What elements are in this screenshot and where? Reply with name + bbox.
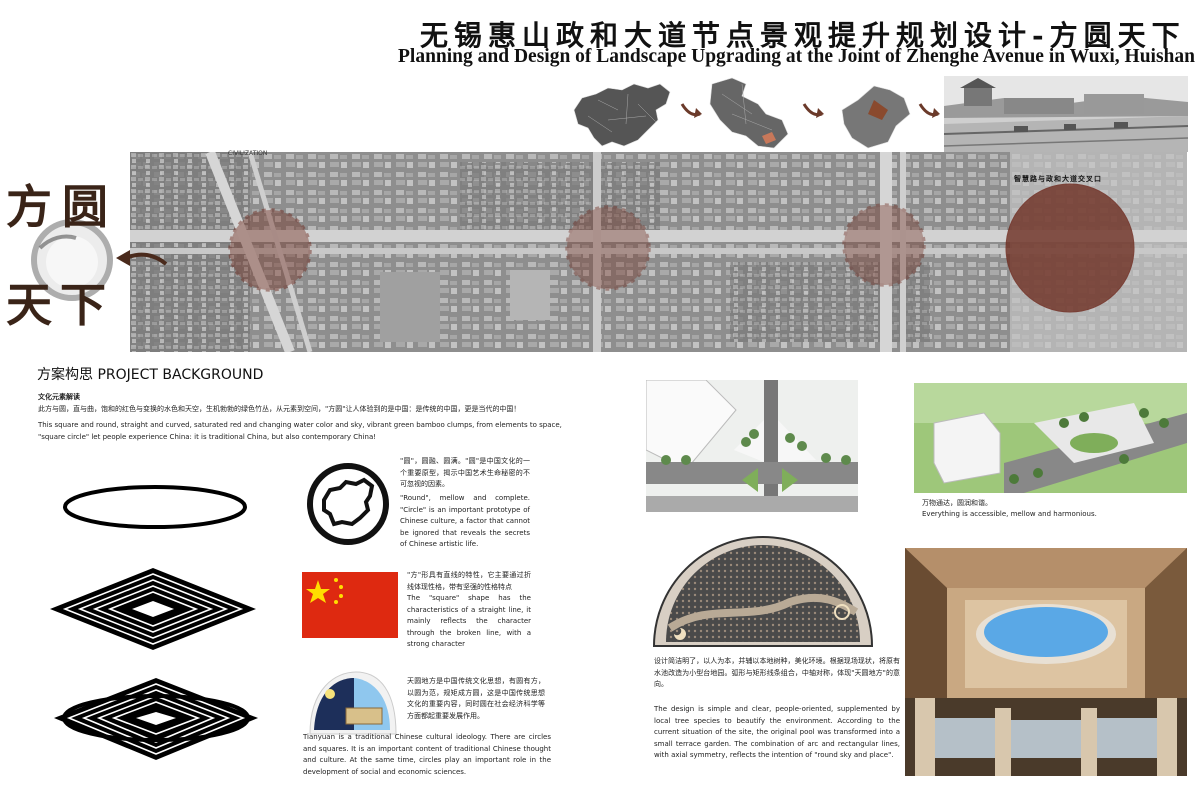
square-text-english: The "square" shape has the characteristi… xyxy=(407,594,531,648)
china-circle-emblem xyxy=(306,462,390,550)
strip-label-civilization: CIVILIZATION xyxy=(228,150,268,157)
logo-char-xia: 下 xyxy=(60,278,106,332)
square-text-chinese: "方"形具有直线的特性，它主要通过折线体现性格，带有坚强的性格特点 xyxy=(407,571,531,591)
satellite-map-strip xyxy=(130,152,1187,352)
combined-circle-square-diagram xyxy=(48,670,264,772)
intersection-render xyxy=(646,380,858,512)
logo-char-tian: 天 xyxy=(6,278,52,332)
title-chinese: 无锡惠山政和大道节点景观提升规划设计-方圆天下 xyxy=(420,19,1186,52)
logo-char-fang: 方 xyxy=(6,180,52,234)
square-stripes-diagram xyxy=(48,566,258,656)
logo-brush-circle xyxy=(30,218,114,302)
dome-illustration xyxy=(306,668,400,742)
semicircle-mosaic xyxy=(650,532,876,654)
intro-english-line2: "square circle" let people experience Ch… xyxy=(38,433,377,441)
arrow-icon xyxy=(802,100,826,126)
location-map-city xyxy=(838,80,914,152)
location-map-province xyxy=(702,74,796,154)
intersection-label: 智慧路与政和大道交叉口 xyxy=(1014,175,1102,183)
render-caption-chinese: 万物通达，圆润和谐。 xyxy=(922,499,992,507)
design-text-english: The design is simple and clear, people-o… xyxy=(654,705,900,759)
arrow-icon xyxy=(680,100,704,126)
round-text-english: "Round", mellow and complete. "Circle" i… xyxy=(400,494,530,548)
design-text-chinese: 设计简洁明了，以人为本，并辅以本地树种，美化环境。根据现场现状，将原有水池改造为… xyxy=(654,657,900,688)
logo-char-yuan: 圆 xyxy=(62,180,108,234)
tianyuan-text-english: Tianyuan is a traditional Chinese cultur… xyxy=(303,733,551,776)
intro-chinese: 此方与圆，直与曲，饱和的红色与变换的水色和天空，生机勃勃的绿色竹丛，从元素到空间… xyxy=(38,405,521,413)
china-flag xyxy=(302,572,398,642)
round-text-chinese: "圆"，圆融、圆满。"圆"是中国文化的一个重要原型，揭示中国艺术生命秘密的不可忽… xyxy=(400,457,530,488)
title-english: Planning and Design of Landscape Upgradi… xyxy=(398,46,1195,67)
section-title: 方案构思 PROJECT BACKGROUND xyxy=(37,367,264,383)
aerial-render xyxy=(914,383,1187,493)
oculus-ceiling-photo xyxy=(905,548,1187,776)
render-caption-english: Everything is accessible, mellow and har… xyxy=(922,510,1097,518)
tianyuan-text-chinese: 天圆地方是中国传统文化思想，有圆有方，以圆为范，规矩成方圆，这是中国传统思想文化… xyxy=(407,677,545,720)
ellipse-diagram xyxy=(60,482,250,536)
section-subtitle: 文化元素解读 xyxy=(38,393,80,401)
arrow-left-icon xyxy=(114,246,168,274)
location-map-china xyxy=(568,80,676,152)
intro-english-line1: This square and round, straight and curv… xyxy=(38,421,562,429)
arrow-icon xyxy=(918,100,942,126)
site-photo xyxy=(944,76,1188,152)
